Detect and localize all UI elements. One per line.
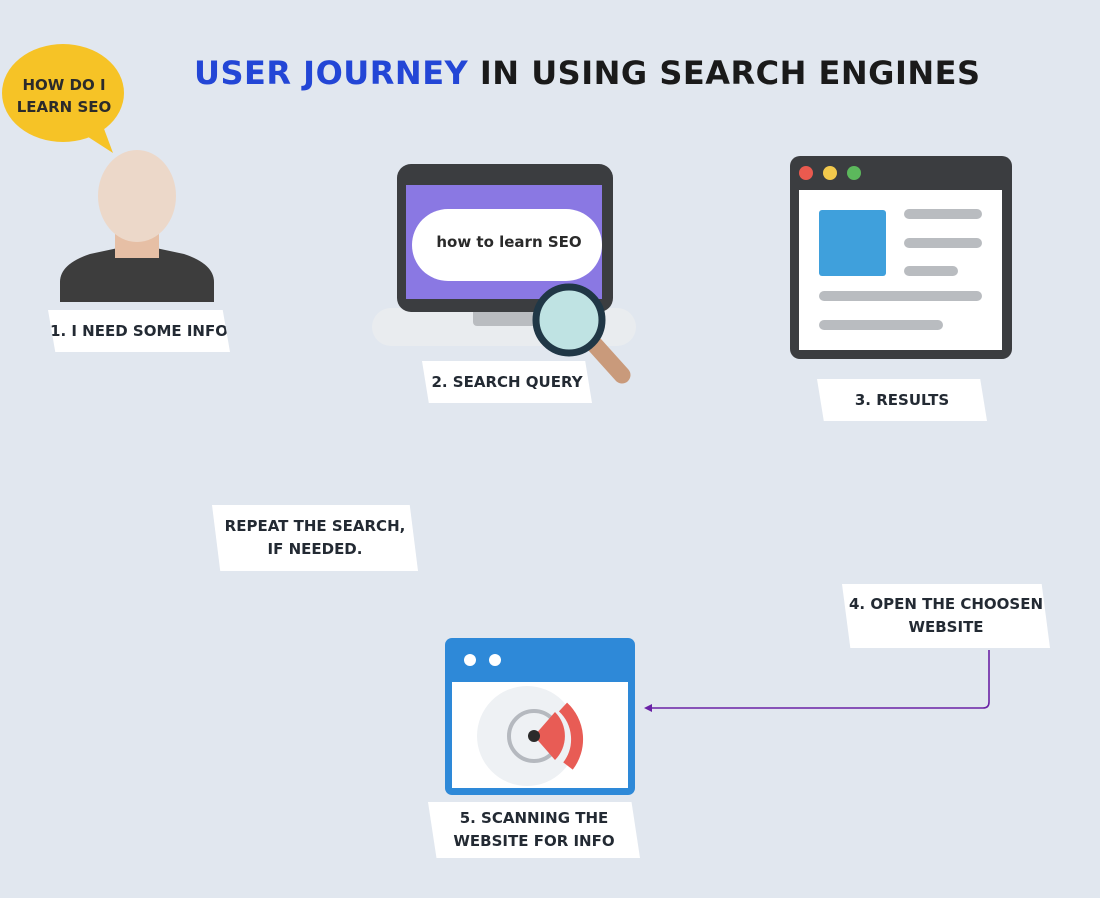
speech-bubble-icon — [2, 44, 124, 153]
speech-bubble-text: HOW DO I LEARN SEO — [16, 76, 112, 116]
step-1-label: 1. I NEED SOME INFO — [48, 310, 230, 352]
magnifier-icon — [532, 283, 631, 384]
title-rest: IN USING SEARCH ENGINES — [468, 54, 981, 92]
repeat-search-label: REPEAT THE SEARCH, IF NEEDED. — [212, 505, 418, 571]
diagram-title: USER JOURNEY IN USING SEARCH ENGINES — [194, 54, 981, 92]
title-accent: USER JOURNEY — [194, 54, 469, 92]
browser-radar-icon — [445, 638, 635, 795]
browser-results-icon — [790, 156, 1012, 359]
person-icon — [60, 150, 214, 302]
step-4-label: 4. OPEN THE CHOOSEN WEBSITE — [842, 584, 1050, 648]
search-box — [412, 209, 602, 281]
step-2-label: 2. SEARCH QUERY — [422, 361, 592, 403]
step-3-label: 3. RESULTS — [817, 379, 987, 421]
search-box-text: how to learn SEO — [436, 233, 582, 251]
arrow-connector — [644, 650, 990, 712]
step-5-label: 5. SCANNING THE WEBSITE FOR INFO — [428, 802, 640, 858]
